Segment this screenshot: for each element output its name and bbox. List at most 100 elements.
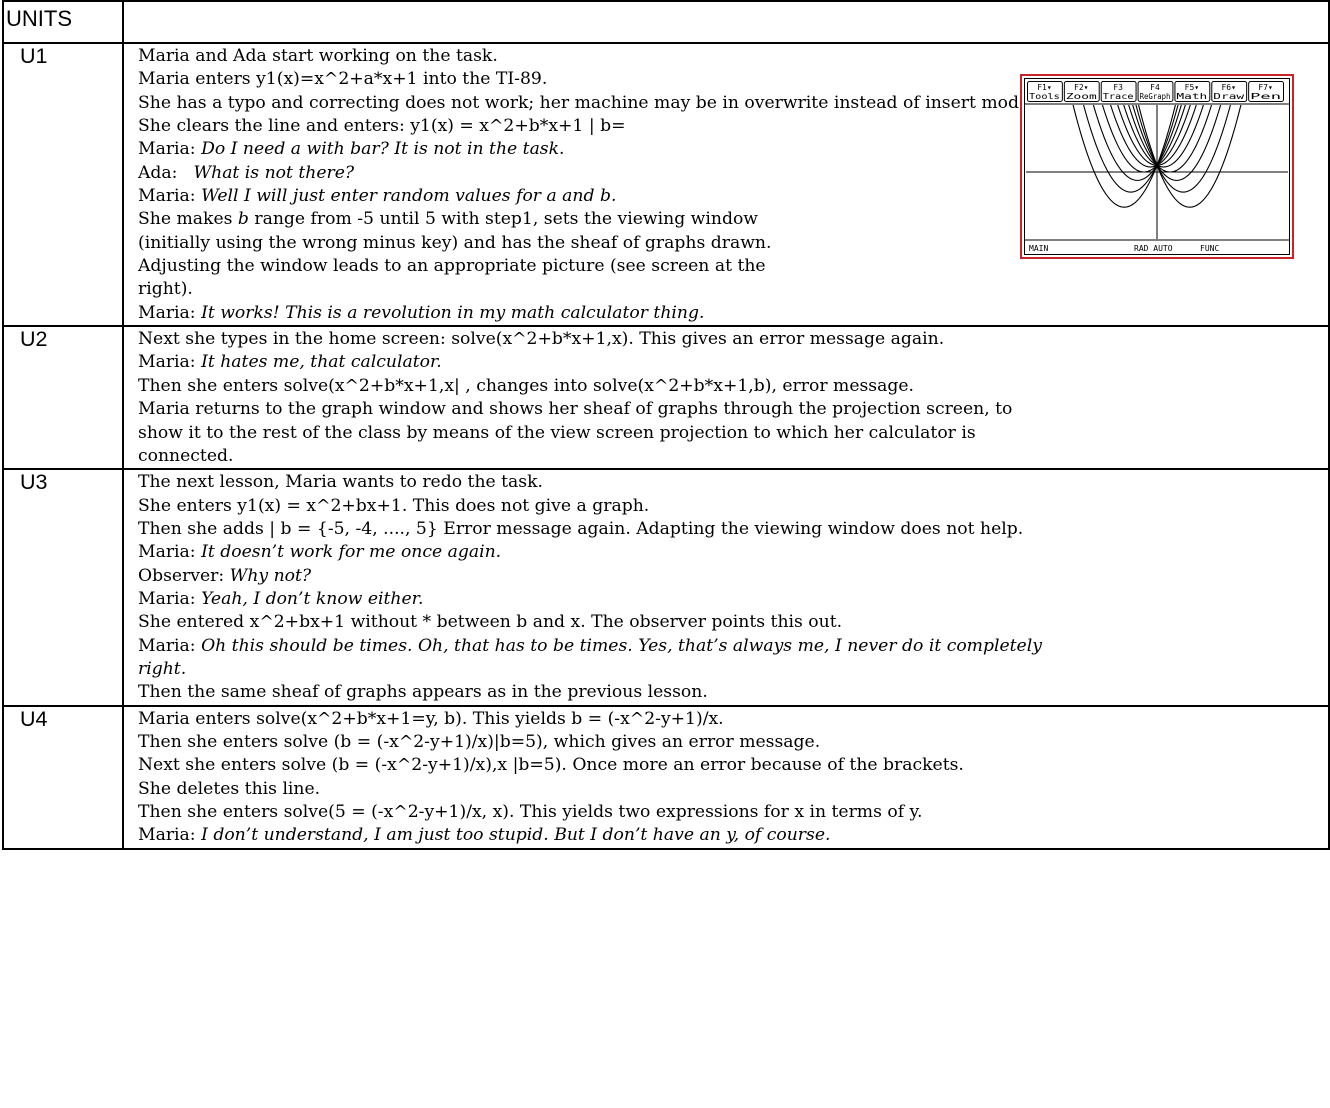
transcript-line: Then she adds | b = {-5, -4, ...., 5} Er…	[138, 518, 1328, 541]
line-text: Maria:	[138, 588, 202, 609]
menu-key: F7▾	[1258, 83, 1272, 92]
line-text: She entered x^2+bx+1 without * between b…	[138, 612, 843, 633]
line-text: Maria:	[138, 302, 202, 323]
transcript-line: Maria returns to the graph window and sh…	[138, 398, 1328, 421]
transcript-line: right.	[138, 658, 1328, 681]
line-text: Maria:	[138, 139, 202, 160]
line-text: (initially using the wrong minus key) an…	[138, 232, 772, 253]
quote-text: right.	[138, 658, 187, 679]
unit-id: U2	[2, 325, 124, 471]
quote-text: I don’t understand, I am just too stupid…	[201, 825, 831, 846]
transcript-line: Then she enters solve (b = (-x^2-y+1)/x)…	[138, 731, 1328, 754]
line-text: Then she adds | b = {-5, -4, ...., 5} Er…	[138, 518, 1024, 539]
units-table: UNITS U1 Maria and Ada start working on …	[2, 0, 1330, 850]
menu-key: F6▾	[1221, 83, 1235, 92]
unit-body: Next she types in the home screen: solve…	[122, 325, 1330, 471]
line-text: Maria and Ada start working on the task.	[138, 46, 498, 66]
line-text: The next lesson, Maria wants to redo the…	[138, 472, 543, 493]
line-text: Maria:	[138, 542, 202, 563]
transcript-line: right).	[138, 278, 1328, 301]
line-text: connected.	[138, 445, 234, 466]
quote-text: Oh this should be times. Oh, that has to…	[201, 635, 1042, 656]
menu-label: Pen	[1250, 92, 1281, 101]
transcript-line: She deletes this line.	[138, 778, 1328, 801]
transcript-line: Maria enters solve(x^2+b*x+1=y, b). This…	[138, 708, 1328, 731]
unit-row-u2: U2 Next she types in the home screen: so…	[2, 325, 1330, 471]
parabola-curve	[1072, 105, 1176, 208]
transcript-line: Maria: Well I will just enter random val…	[138, 185, 1328, 208]
menu-key: F3	[1113, 83, 1123, 92]
transcript-line: Maria: Yeah, I don’t know either.	[138, 588, 1328, 611]
transcript-line: Then she enters solve(5 = (-x^2-y+1)/x, …	[138, 801, 1328, 824]
transcript-line: Maria: I don’t understand, I am just too…	[138, 824, 1328, 847]
line-text: Maria:	[138, 825, 202, 846]
menu-key: F2▾	[1074, 83, 1088, 92]
status-graph-mode: FUNC	[1200, 244, 1219, 253]
menu-tab	[1100, 81, 1137, 102]
transcript-line: Adjusting the window leads to an appropr…	[138, 255, 1328, 278]
menu-tab	[1211, 81, 1248, 102]
line-text: Maria:	[138, 352, 202, 373]
menu-label: Draw	[1213, 92, 1244, 101]
transcript-line: Then the same sheaf of graphs appears as…	[138, 681, 1328, 704]
line-text: Ada:	[138, 162, 178, 183]
unit-id: U3	[2, 468, 124, 707]
quote-text: It doesn’t work for me once again.	[201, 542, 502, 563]
line-text: Maria:	[138, 186, 202, 207]
menu-key: F4	[1150, 83, 1160, 92]
status-mode: RAD AUTO	[1134, 244, 1173, 253]
line-text: Then the same sheaf of graphs appears as…	[138, 682, 708, 703]
menu-tab	[1027, 81, 1063, 102]
menu-tab	[1248, 81, 1284, 102]
line-text: Maria:	[138, 635, 202, 656]
transcript-line: Maria: Do I need a with bar? It is not i…	[138, 138, 1328, 161]
line-text: She deletes this line.	[138, 778, 321, 799]
transcript-line: Next she enters solve (b = (-x^2-y+1)/x)…	[138, 754, 1328, 777]
transcript-line: Next she types in the home screen: solve…	[138, 328, 1328, 351]
transcript-line: The next lesson, Maria wants to redo the…	[138, 471, 1328, 494]
quote-text: Why not?	[229, 565, 312, 586]
transcript-line: Maria and Ada start working on the task.	[138, 45, 1328, 68]
menu-label: Trace	[1103, 92, 1134, 101]
quote-text: Do I need a with bar? It is not in the t…	[201, 139, 560, 160]
header-row: UNITS	[2, 0, 1330, 44]
line-text: show it to the rest of the class by mean…	[138, 422, 976, 443]
unit-row-u3: U3 The next lesson, Maria wants to redo …	[2, 468, 1330, 707]
unit-row-u1: U1 Maria and Ada start working on the ta…	[2, 41, 1330, 328]
transcript-line: Maria: It works! This is a revolution in…	[138, 302, 1328, 325]
quote-text: Well I will just enter random values for…	[201, 186, 617, 207]
transcript-line: She enters y1(x) = x^2+bx+1. This does n…	[138, 495, 1328, 518]
line-text: .	[559, 139, 565, 160]
unit-id: U1	[2, 41, 124, 328]
transcript-line: Maria: It doesn’t work for me once again…	[138, 541, 1328, 564]
line-text: She enters y1(x) = x^2+bx+1. This does n…	[138, 495, 650, 516]
transcript-line: Maria enters y1(x)=x^2+a*x+1 into the TI…	[138, 68, 1328, 91]
unit-body: Maria enters solve(x^2+b*x+1=y, b). This…	[122, 704, 1330, 850]
line-text: Next she types in the home screen: solve…	[138, 329, 945, 350]
line-text: Then she enters solve(5 = (-x^2-y+1)/x, …	[138, 802, 923, 822]
header-empty-cell	[122, 0, 1330, 44]
line-text: Maria enters solve(x^2+b*x+1=y, b). This…	[138, 708, 724, 729]
quote-text: What is not there?	[193, 162, 355, 183]
transcript-line: Maria: Oh this should be times. Oh, that…	[138, 635, 1328, 658]
transcript-line: (initially using the wrong minus key) an…	[138, 232, 1328, 255]
line-text: Maria returns to the graph window and sh…	[138, 399, 1013, 420]
line-text: range from -5 until 5 with step1, sets t…	[248, 209, 759, 230]
unit-body: The next lesson, Maria wants to redo the…	[122, 468, 1330, 707]
menu-key: F5▾	[1185, 83, 1199, 92]
line-text: right).	[138, 279, 193, 300]
graph-screen: F1▾ToolsF2▾ZoomF3TraceF4ReGraphF5▾MathF6…	[1024, 78, 1290, 255]
menu-tab	[1063, 81, 1100, 102]
quote-text: b	[237, 209, 249, 230]
transcript-line: Maria: It hates me, that calculator.	[138, 351, 1328, 374]
transcript-line: Observer: Why not?	[138, 565, 1328, 588]
transcript-line: show it to the rest of the class by mean…	[138, 422, 1328, 445]
line-text: Adjusting the window leads to an appropr…	[138, 256, 766, 277]
menu-tab	[1174, 81, 1211, 102]
line-text: She makes	[138, 209, 238, 230]
transcript-line: She makes b range from -5 until 5 with s…	[138, 208, 1328, 231]
menu-label: Zoom	[1066, 92, 1097, 101]
unit-row-u4: U4 Maria enters solve(x^2+b*x+1=y, b). T…	[2, 704, 1330, 850]
transcript-line: Then she enters solve(x^2+b*x+1,x| , cha…	[138, 375, 1328, 398]
